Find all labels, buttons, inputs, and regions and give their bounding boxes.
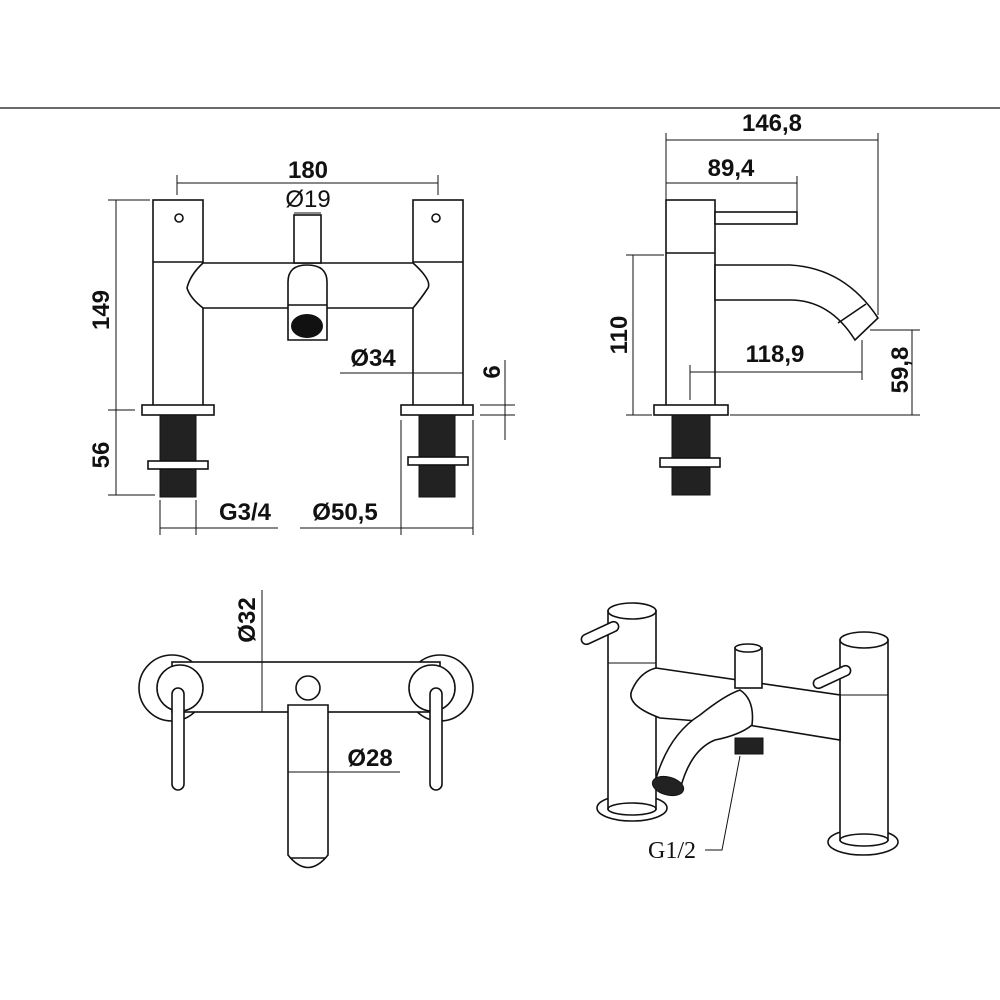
label-outlet-thread: G1/2 (648, 838, 696, 864)
dim-depth: 146,8 (742, 110, 802, 137)
top-view (138, 590, 474, 869)
dim-base-dia: Ø50,5 (312, 499, 377, 526)
dim-top-spout-dia: Ø28 (347, 745, 392, 772)
dim-plate: 6 (479, 365, 506, 378)
dim-spout-reach: 118,9 (746, 341, 805, 368)
dim-pillar-dia: Ø34 (350, 345, 396, 372)
iso-view (580, 602, 899, 856)
dim-thread: G3/4 (219, 499, 272, 526)
dim-height: 149 (88, 290, 115, 330)
dim-spout-height: 59,8 (887, 347, 914, 394)
dim-side-height: 110 (606, 316, 633, 355)
dim-lever: 89,4 (708, 155, 755, 182)
dim-thread-length: 56 (88, 442, 115, 469)
dim-body-dia: Ø32 (234, 597, 261, 642)
side-view (626, 133, 920, 496)
front-view (108, 175, 515, 535)
dim-spout-dia: Ø19 (285, 186, 330, 213)
dim-width: 180 (288, 157, 328, 184)
